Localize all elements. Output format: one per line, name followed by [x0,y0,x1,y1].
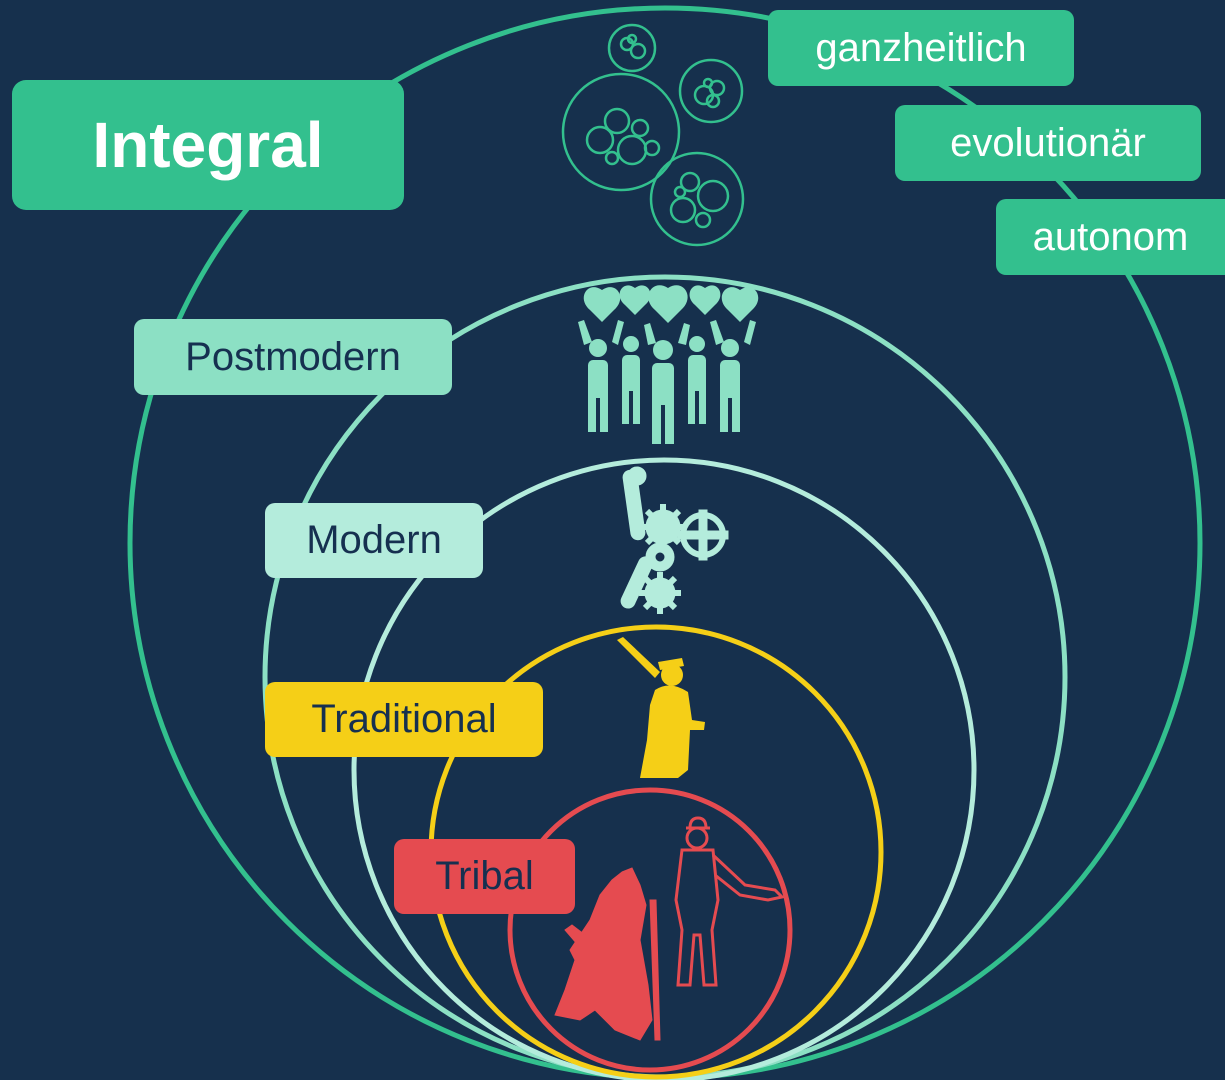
integral-tag-ganzheitlich: ganzheitlich [768,10,1074,86]
people-hearts-icon [578,285,759,444]
gears-icon [620,466,729,614]
postmodern-label: Postmodern [134,319,452,395]
tribal-circle [507,787,793,1073]
modern-circle [351,457,977,1080]
commander-icon [617,637,705,778]
integral-tag-evolutionaer: evolutionär [895,105,1201,181]
modern-label: Modern [265,503,483,578]
traditional-label: Traditional [265,682,543,757]
integral-label: Integral [12,80,404,210]
shaman-wolf-icon [554,816,786,1041]
bubbles-icon [561,23,745,247]
integral-tag-autonom: autonom [996,199,1225,275]
tribal-label: Tribal [394,839,575,914]
